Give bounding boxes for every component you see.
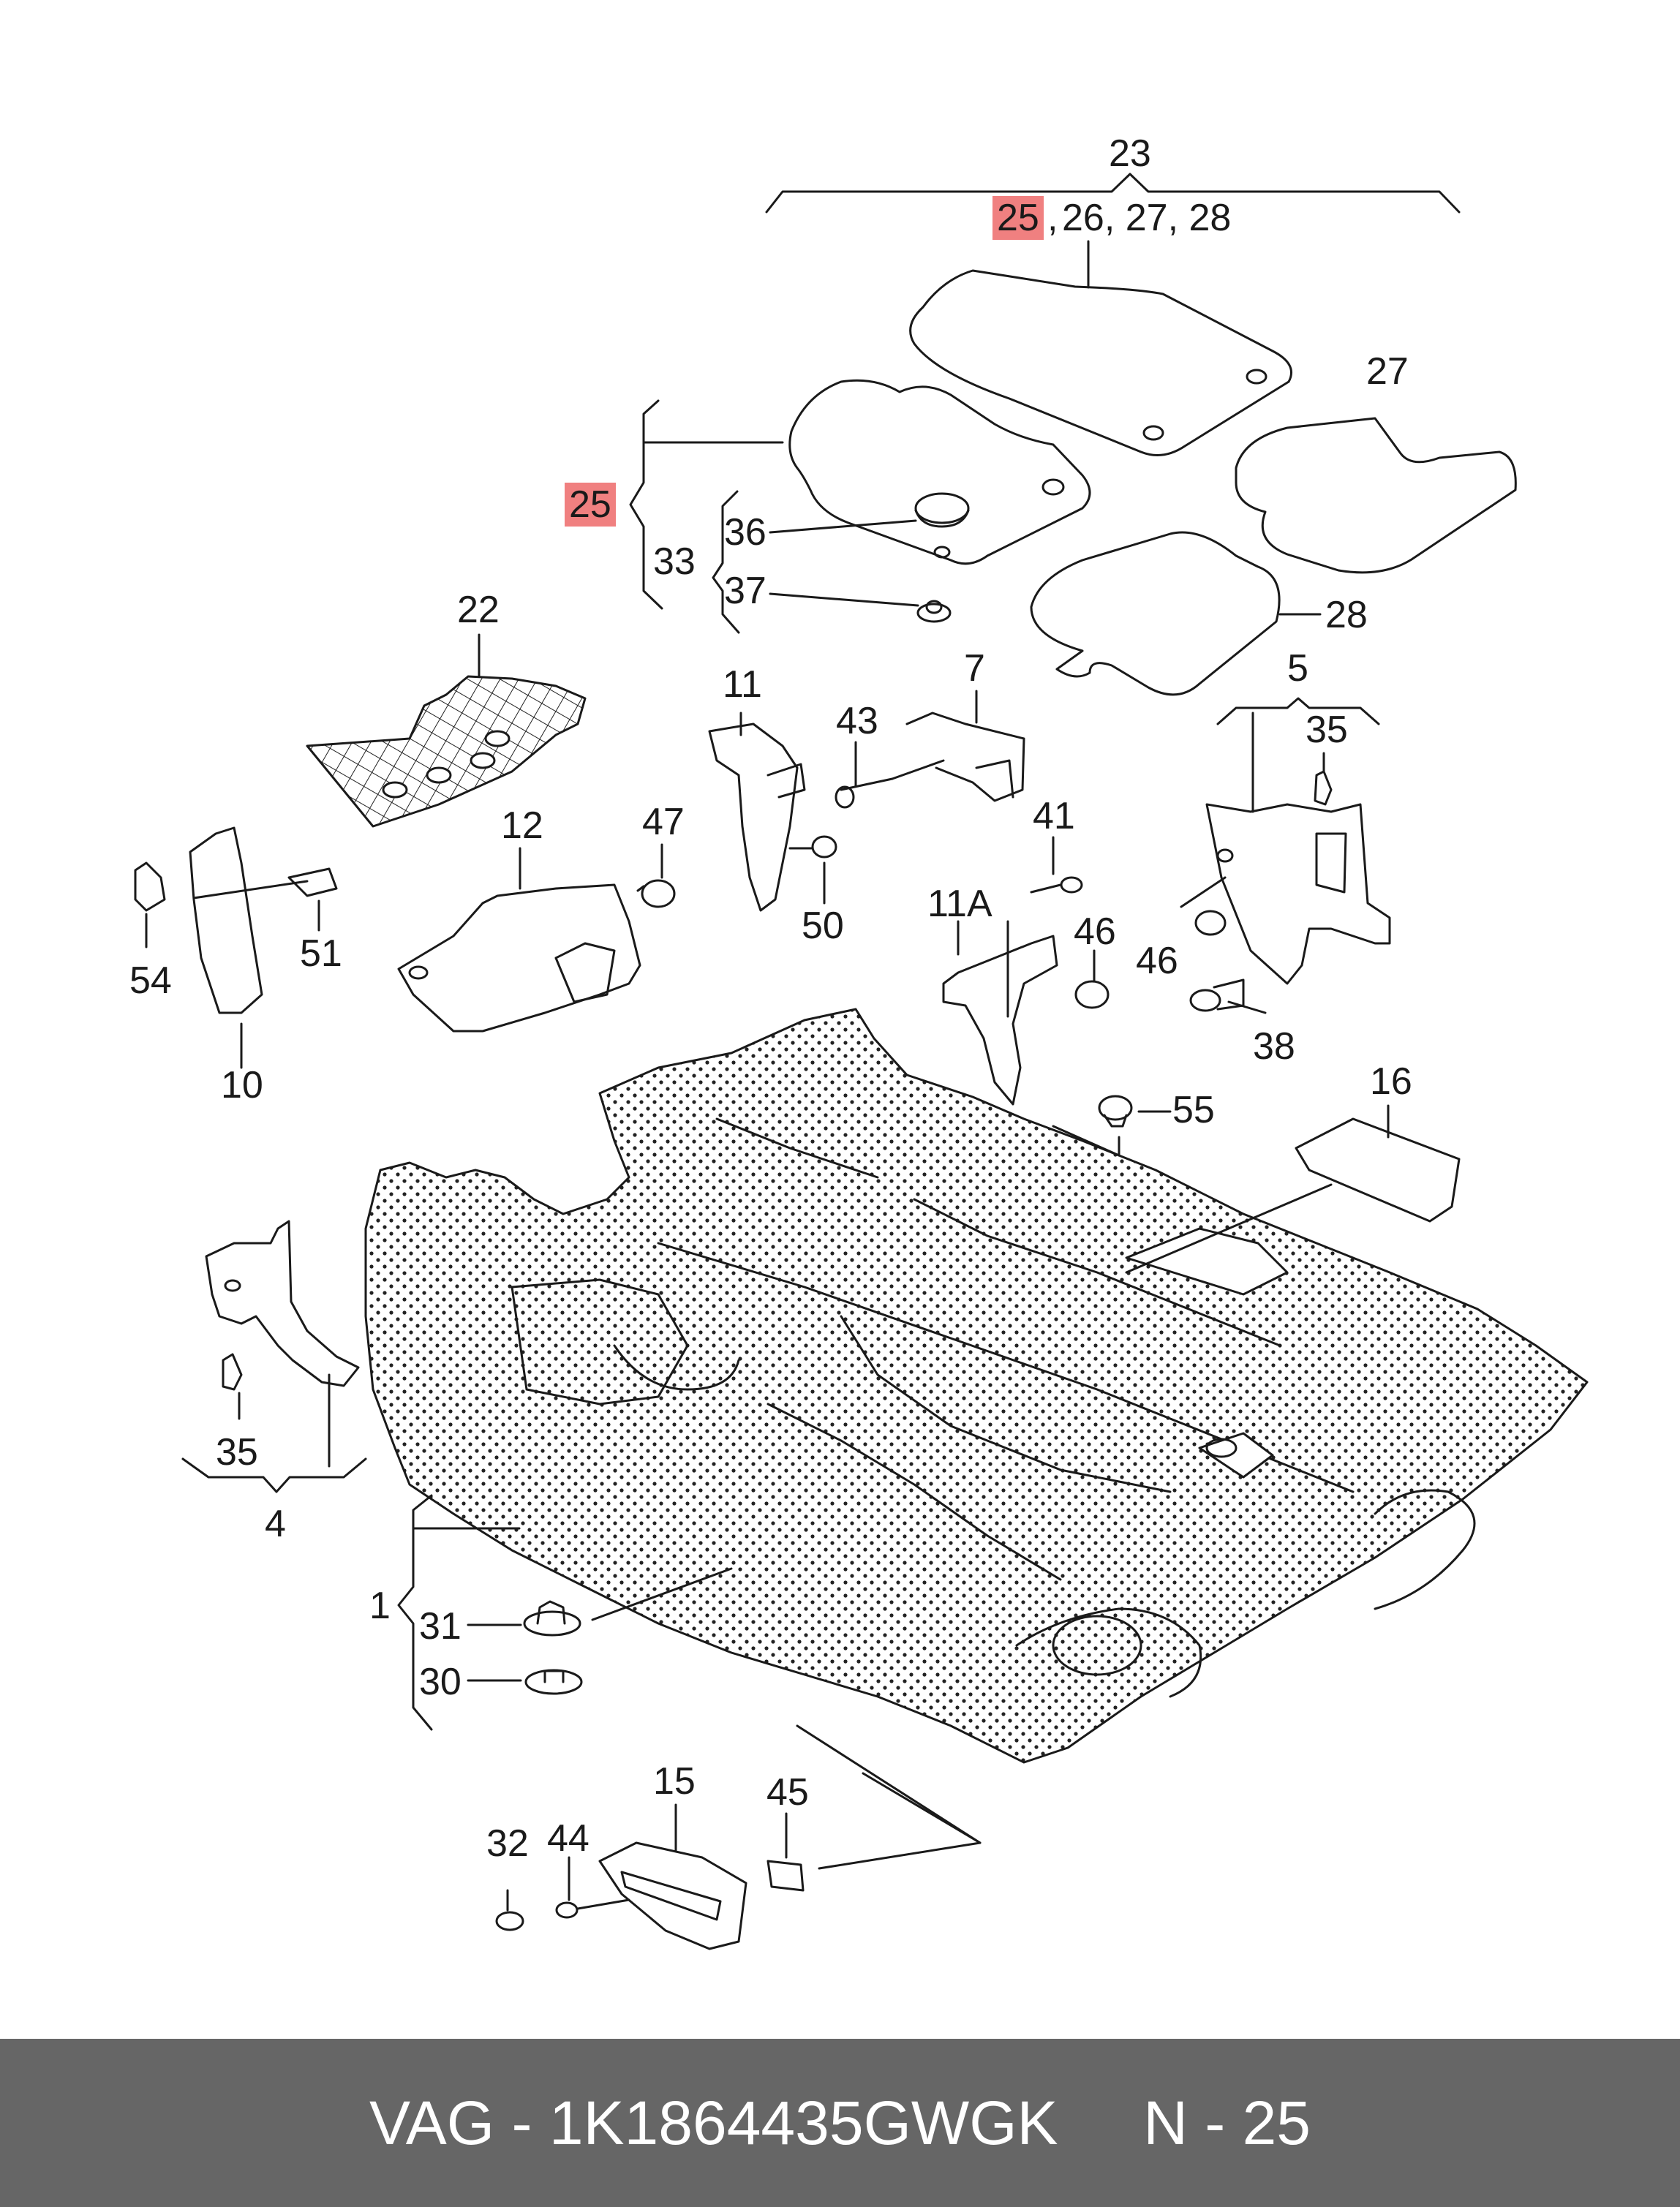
bracket-5 (1216, 697, 1380, 725)
label-26-27-28: 26, 27, 28 (1062, 197, 1232, 239)
label-11A: 11A (927, 883, 992, 925)
label-37: 37 (724, 570, 766, 612)
screw-44 (555, 1898, 630, 1919)
panel-10 (189, 826, 263, 1014)
label-33: 33 (653, 540, 696, 583)
label-10: 10 (221, 1064, 263, 1106)
cover-16 (1295, 1117, 1461, 1223)
floor-pan (364, 1008, 1589, 1764)
parts-diagram (134, 173, 1589, 1950)
label-44: 44 (547, 1817, 589, 1860)
label-46-center: 46 (1074, 910, 1116, 953)
bracket-4 (181, 1457, 367, 1493)
screw-43 (835, 759, 945, 809)
mat-25 (788, 379, 1091, 565)
part-11A (942, 935, 1058, 1106)
label-comma: , (1047, 197, 1058, 239)
label-23: 23 (1109, 132, 1151, 175)
clip-50 (788, 835, 837, 859)
label-35-left: 35 (216, 1431, 258, 1474)
label-27: 27 (1366, 350, 1409, 393)
label-7: 7 (964, 647, 985, 690)
panel-4 (205, 1220, 360, 1387)
label-50: 50 (802, 905, 844, 947)
label-4: 4 (265, 1503, 286, 1545)
panel-5 (1205, 803, 1391, 985)
label-31: 31 (419, 1605, 462, 1648)
plug-46-center (1074, 980, 1110, 1009)
bracket-12 (397, 883, 641, 1033)
label-1: 1 (369, 1585, 391, 1627)
label-36: 36 (724, 511, 766, 554)
label-46-right: 46 (1136, 940, 1178, 982)
clip-7 (905, 712, 1025, 802)
clip-35-right (1314, 770, 1333, 806)
label-54: 54 (129, 959, 172, 1002)
plug-36 (914, 492, 970, 559)
label-5: 5 (1287, 647, 1308, 690)
clip-38 (1189, 978, 1245, 1012)
label-38: 38 (1253, 1025, 1295, 1068)
mat-28 (1030, 531, 1281, 696)
bracket-25 (629, 399, 663, 610)
label-41: 41 (1033, 795, 1075, 837)
label-25-highlight-side: 25 (565, 483, 616, 527)
label-43: 43 (836, 700, 878, 742)
label-22: 22 (457, 589, 500, 631)
bracket-23 (765, 173, 1461, 214)
label-30: 30 (419, 1661, 462, 1703)
clip-35-left (222, 1353, 243, 1391)
footer-separator: - (494, 2088, 549, 2157)
label-15: 15 (653, 1760, 696, 1803)
label-45: 45 (766, 1771, 809, 1814)
clip-45 (766, 1860, 805, 1892)
clip-30 (524, 1669, 583, 1695)
clip-37 (916, 600, 952, 623)
label-55: 55 (1172, 1089, 1215, 1131)
footer-page: N - 25 (1143, 2088, 1311, 2157)
mat-26 (909, 269, 1292, 456)
cover-22 (306, 675, 587, 828)
plug-46-right (1194, 910, 1227, 936)
strip-15 (598, 1841, 747, 1950)
label-47: 47 (642, 801, 685, 843)
label-25-highlight-top: 25 (992, 196, 1044, 240)
label-35-right: 35 (1306, 709, 1348, 751)
footer-bar: VAG - 1K1864435GWGK N - 25 (0, 2039, 1680, 2207)
mat-27 (1235, 417, 1517, 574)
label-32: 32 (486, 1822, 529, 1865)
screw-51 (192, 867, 338, 899)
label-28: 28 (1325, 594, 1368, 636)
label-16: 16 (1370, 1060, 1412, 1103)
plug-55 (1098, 1095, 1133, 1128)
cap-32 (495, 1911, 524, 1931)
plug-47 (636, 879, 676, 908)
clip-54 (134, 861, 166, 912)
clip-31 (523, 1600, 581, 1637)
footer-part-number: 1K1864435GWGK (549, 2088, 1058, 2157)
clip-41 (1030, 876, 1083, 894)
bracket-1 (397, 1494, 433, 1731)
label-12: 12 (501, 804, 543, 847)
footer-brand: VAG (369, 2088, 495, 2157)
label-51: 51 (300, 932, 342, 975)
label-11: 11 (723, 663, 762, 706)
part-11 (708, 723, 806, 912)
footer-gap (1058, 2088, 1144, 2159)
